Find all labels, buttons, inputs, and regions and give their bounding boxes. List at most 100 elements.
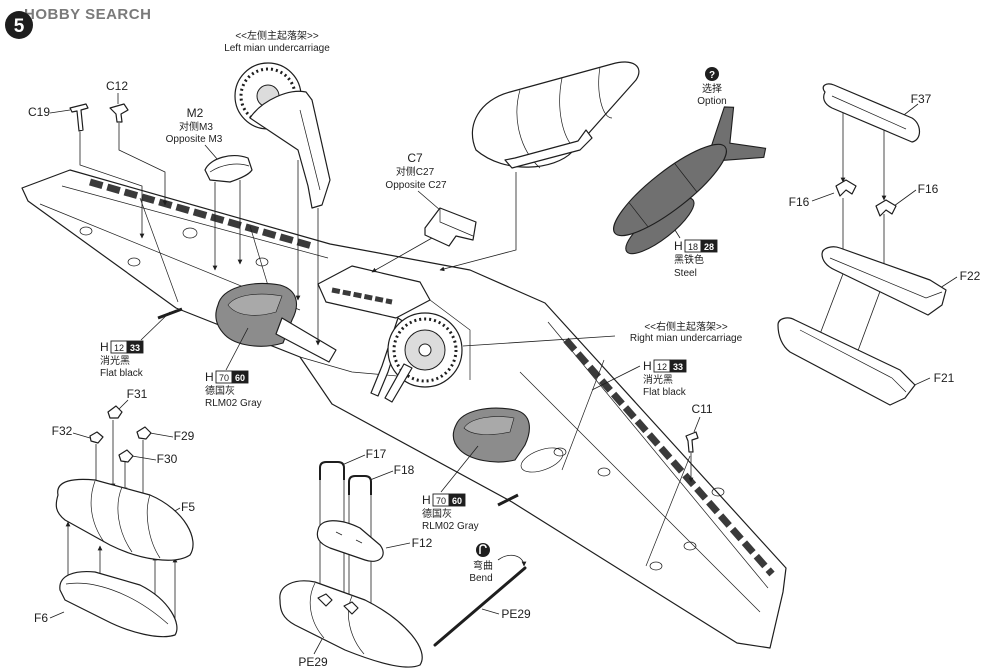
part-label-c7-en: Opposite C27 (385, 180, 447, 191)
leader-line (131, 455, 157, 461)
part-f12-holes (335, 531, 363, 544)
leader-line (149, 432, 174, 438)
part-f5 (55, 478, 194, 561)
part-c11 (685, 431, 699, 453)
part-f32 (89, 431, 104, 444)
part-label-c12: C12 (106, 79, 128, 93)
right-gun-barrel (497, 493, 519, 507)
left-gear-door-leg (249, 90, 331, 209)
right-undercarriage-label-zh: <<右侧主起落架>> (644, 320, 728, 333)
part-f17 (319, 461, 345, 480)
leader-line (140, 311, 171, 341)
left-undercarriage-label-zh: <<左侧主起落架>> (235, 29, 319, 42)
paint-name-zh: 消光黑 (643, 373, 673, 386)
leader-line (72, 432, 91, 439)
leader-line (939, 276, 958, 289)
inspection-panel (597, 467, 611, 477)
paint-name-en: Flat black (100, 368, 144, 379)
wing-outline (21, 169, 787, 649)
paint-number: 60 (235, 373, 245, 383)
center-vent-slots (331, 287, 393, 305)
right-wheel-well-inner (463, 416, 515, 435)
drop-tank-rib (598, 66, 613, 119)
inspection-panel (683, 541, 697, 551)
paint-code: 18 (688, 242, 698, 252)
watermark-logo: HOBBY SEARCH (24, 6, 151, 23)
part-label-pe29-tank: PE29 (298, 655, 328, 669)
leader-line (462, 335, 616, 347)
part-label-f31: F31 (127, 387, 148, 401)
part-label-c7-zh: 对侧C27 (396, 165, 435, 178)
part-f37 (822, 83, 921, 143)
panel-line (645, 455, 691, 567)
part-c7 (424, 207, 477, 247)
part-label-f5: F5 (181, 500, 195, 514)
option-label-zh: 选择 (702, 82, 722, 95)
c19-assembly-line (79, 132, 145, 239)
c12-assembly-line (118, 123, 168, 206)
access-cover (520, 447, 564, 473)
leader-line (341, 454, 366, 466)
paint-code: 70 (436, 496, 446, 506)
panel-line (519, 371, 761, 613)
part-m2-edge (209, 163, 250, 173)
leader-line (49, 611, 65, 619)
part-label-pe29-rod: PE29 (501, 607, 531, 621)
bend-symbol: 弯曲 Bend (469, 543, 493, 584)
part-label-c19: C19 (28, 105, 50, 119)
labels: <<左侧主起落架>> Left mian undercarriage C12 C… (28, 29, 981, 669)
paint-number: 60 (452, 496, 462, 506)
part-c12 (109, 103, 129, 123)
right-wheel-axle (418, 343, 432, 357)
leader-line (440, 445, 479, 493)
inspection-panel (553, 447, 567, 457)
left-flap-hinge-line (61, 185, 329, 259)
part-f21 (777, 317, 916, 406)
drop-tank-lower (279, 580, 423, 668)
bomb-band (628, 202, 648, 227)
paint-number-box (669, 359, 687, 373)
main-wing (21, 169, 787, 649)
bend-label-en: Bend (469, 573, 492, 584)
paint-code: 12 (114, 343, 124, 353)
inspection-panel (711, 487, 725, 497)
part-label-f12: F12 (412, 536, 433, 550)
right-wheel-well (452, 407, 530, 463)
right-undercarriage-label-en: Right mian undercarriage (630, 333, 743, 344)
part-label-c11: C11 (691, 402, 712, 416)
part-label-f37: F37 (911, 92, 932, 106)
inspection-panel (127, 257, 141, 267)
right-gear-leg (384, 363, 413, 403)
bend-label-zh: 弯曲 (473, 559, 493, 572)
part-m2 (204, 155, 253, 183)
paint-name-en: Steel (674, 268, 697, 279)
paint-code: 70 (219, 373, 229, 383)
paint-number-box (700, 239, 718, 253)
right-flap-slots (563, 337, 775, 577)
paint-name-en: RLM02 Gray (422, 521, 479, 532)
drop-tank-lower-rib (309, 582, 325, 639)
paint-brand: H (422, 493, 431, 507)
paint-callout-rlm02-left: H 70 60 德国灰 RLM02 Gray (205, 370, 262, 409)
part-f22-inner (829, 257, 943, 299)
paint-brand: H (100, 340, 109, 354)
part-label-m2: M2 (187, 106, 204, 120)
paint-name-zh: 德国灰 (422, 507, 452, 520)
part-label-f18: F18 (394, 463, 415, 477)
part-pe29-rod (433, 566, 527, 647)
right-flap-hinge-line (547, 321, 769, 589)
paint-brand: H (205, 370, 214, 384)
part-f5-rib (90, 480, 105, 543)
center-section-line (429, 299, 471, 380)
left-gear-strut-line (299, 109, 321, 191)
paint-number: 33 (673, 362, 683, 372)
paint-number: 33 (130, 343, 140, 353)
drop-tank-assembly-line (439, 172, 517, 272)
c7-assembly-line (371, 237, 433, 273)
left-undercarriage (234, 62, 331, 209)
paint-callout-flat-black-right: H 12 33 消光黑 Flat black (643, 359, 687, 398)
part-label-f22: F22 (960, 269, 981, 283)
part-f18 (348, 475, 372, 495)
drop-tank-mount-rail (504, 129, 593, 169)
